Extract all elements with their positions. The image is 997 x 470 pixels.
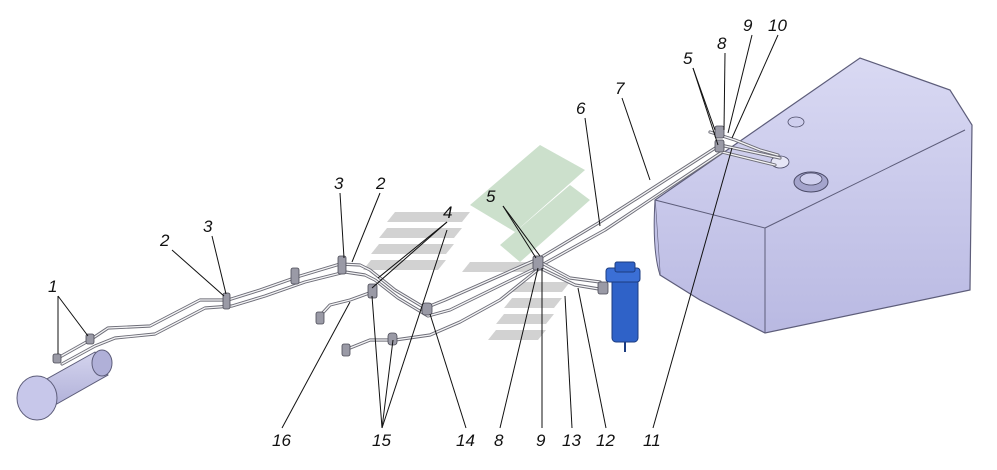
callout-2: 2: [375, 174, 386, 193]
callout-3: 3: [203, 217, 213, 236]
callout-5: 5: [683, 49, 693, 68]
callout-15: 15: [372, 431, 391, 450]
callout-12: 12: [596, 431, 615, 450]
callout-8: 8: [717, 34, 727, 53]
callout-9: 9: [743, 16, 753, 35]
callout-16: 16: [272, 431, 291, 450]
callout-4: 4: [443, 203, 452, 222]
callout-2: 2: [159, 231, 170, 250]
callout-labels: 1 2 3 2 3 4 5 6 7 5 8 9 10 16 15 14 8 9 …: [48, 16, 787, 450]
callout-5: 5: [486, 187, 496, 206]
callout-8: 8: [494, 431, 504, 450]
callout-11: 11: [643, 431, 661, 450]
fuel-filter: [605, 261, 641, 352]
auxiliary-tank: [16, 349, 113, 421]
leader-lines: [57, 34, 779, 429]
watermark-logo: [363, 145, 590, 340]
callout-10: 10: [768, 16, 787, 35]
callout-7: 7: [615, 79, 625, 98]
callout-14: 14: [456, 431, 475, 450]
callout-6: 6: [576, 99, 586, 118]
main-fuel-tank: [653, 57, 973, 334]
callout-1: 1: [48, 277, 57, 296]
callout-3: 3: [334, 174, 344, 193]
callout-9: 9: [536, 431, 546, 450]
callout-13: 13: [562, 431, 581, 450]
